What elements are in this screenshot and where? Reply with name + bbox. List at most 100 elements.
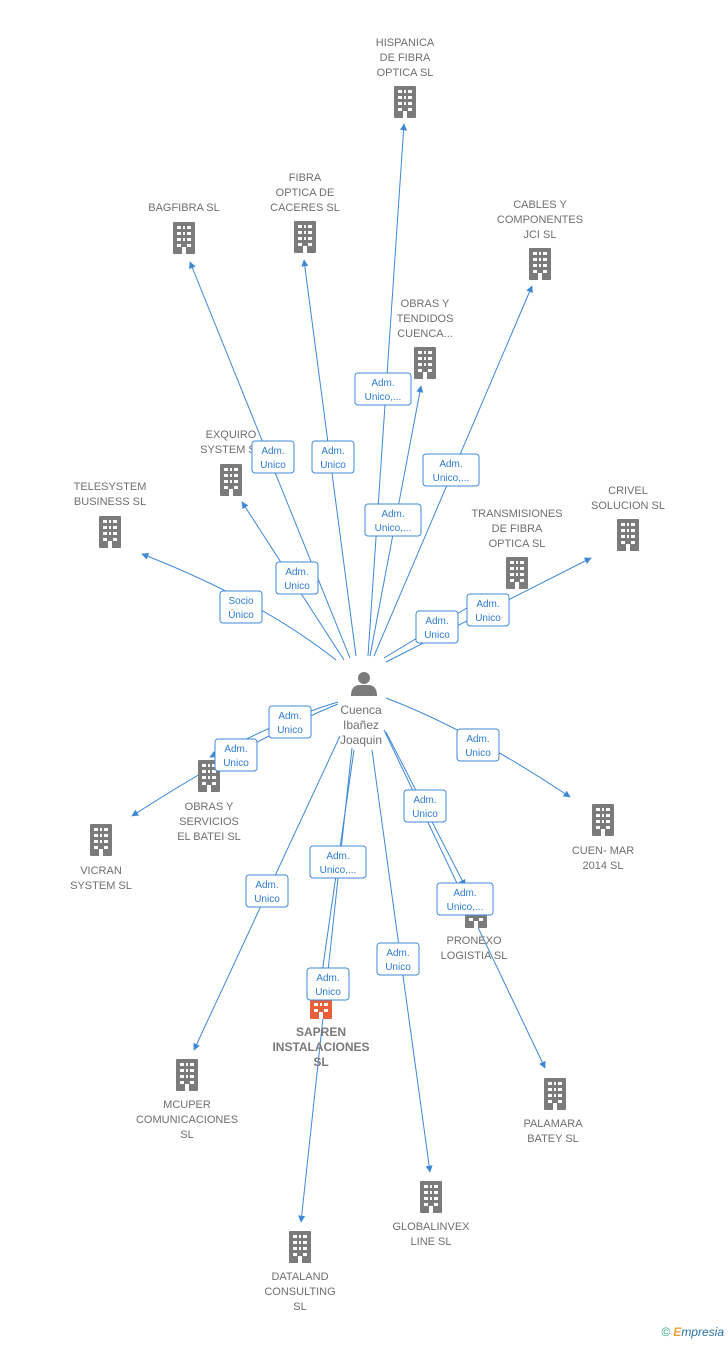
- building-icon: [544, 1078, 566, 1110]
- edge-label-dataland[interactable]: Adm.Unico,...: [309, 845, 367, 879]
- company-label: 2014 SL: [583, 860, 624, 872]
- edge-label-text: Adm.: [371, 378, 394, 389]
- company-label: SYSTEM SL: [70, 880, 132, 892]
- building-icon: [294, 221, 316, 253]
- company-label: CONSULTING: [264, 1286, 335, 1298]
- company-label: OBRAS Y: [185, 801, 234, 813]
- edge-label-palamara[interactable]: Adm. Unico,...: [436, 882, 494, 916]
- edge-label-box: [466, 593, 510, 627]
- edge-label-pronexo[interactable]: Adm.Unico: [403, 789, 447, 823]
- company-label: JCI SL: [523, 229, 556, 241]
- company-label: SYSTEM SL: [200, 444, 262, 456]
- company-label: CUENCA...: [397, 328, 453, 340]
- company-node-cuenmar[interactable]: CUEN- MAR 2014 SL: [572, 804, 634, 872]
- edge-label-box: [219, 590, 263, 624]
- person-label: Cuenca: [340, 703, 382, 717]
- company-label: SL: [180, 1129, 193, 1141]
- company-label: GLOBALINVEX: [392, 1221, 470, 1233]
- company-label: DE FIBRA: [380, 52, 431, 64]
- edge-label-text: Adm.: [476, 599, 499, 610]
- company-node-bagfibra[interactable]: BAGFIBRA SL: [148, 202, 220, 254]
- edge-label-text: Adm.: [453, 888, 476, 899]
- company-label: COMPONENTES: [497, 214, 583, 226]
- building-icon: [414, 347, 436, 379]
- edge-label-fibra-caceres[interactable]: Adm.Unico: [311, 440, 355, 474]
- edge-label-text: Unico: [412, 809, 438, 820]
- edge-label-text: Adm.: [466, 734, 489, 745]
- edge-label-sapren[interactable]: Adm. Unico: [306, 967, 350, 1001]
- edge-label-obras-tendidos[interactable]: Adm.Unico,...: [364, 503, 422, 537]
- building-icon: [220, 464, 242, 496]
- edge-label-text: Unico: [277, 725, 303, 736]
- edge-label-text: Unico,...: [447, 902, 484, 913]
- edge-label-text: Adm.: [386, 948, 409, 959]
- company-label: TENDIDOS: [397, 313, 454, 325]
- company-label: DE FIBRA: [492, 523, 543, 535]
- building-icon: [506, 557, 528, 589]
- company-label: CUEN- MAR: [572, 845, 634, 857]
- edge-label-cuenmar[interactable]: Adm.Unico: [456, 728, 500, 762]
- edge-label-box: [251, 440, 295, 474]
- company-node-obras-tendidos[interactable]: OBRAS Y TENDIDOS CUENCA...: [397, 298, 454, 379]
- edge-label-crivel[interactable]: Adm.Unico: [466, 593, 510, 627]
- edge-label-text: Adm.: [224, 744, 247, 755]
- edge-label-box: [364, 503, 422, 537]
- building-icon: [289, 1231, 311, 1263]
- edge-label-exquiro[interactable]: Adm. Unico: [275, 561, 319, 595]
- company-label: SL: [293, 1301, 306, 1313]
- edge-label-vicran[interactable]: Adm.Unico: [214, 738, 258, 772]
- edge-label-box: [311, 440, 355, 474]
- edge-label-cables[interactable]: Adm.Unico,...: [422, 453, 480, 487]
- edge-label-box: [214, 738, 258, 772]
- company-label: CRIVEL: [608, 485, 648, 497]
- edge-label-transmisiones[interactable]: Adm. Unico: [415, 610, 459, 644]
- company-label: HISPANICA: [376, 37, 435, 49]
- edge-label-globalinvex[interactable]: Adm.Unico: [376, 942, 420, 976]
- edge-label-obras-batei[interactable]: Adm.Unico: [268, 705, 312, 739]
- edge-label-text: Unico: [315, 987, 341, 998]
- edge-label-text: Único: [228, 608, 254, 621]
- edge-label-box: [354, 372, 412, 406]
- edge-label-text: Adm.: [261, 446, 284, 457]
- company-label: CACERES SL: [270, 202, 340, 214]
- edge-label-text: Adm.: [316, 973, 339, 984]
- company-label: OBRAS Y: [401, 298, 450, 310]
- edge-label-text: Unico: [424, 630, 450, 641]
- edge-label-mcuper[interactable]: Adm.Unico: [245, 874, 289, 908]
- person-label: Ibañez: [343, 718, 379, 732]
- edge-label-box: [456, 728, 500, 762]
- edge-label-text: Unico: [284, 581, 310, 592]
- company-label: LOGISTIA SL: [441, 950, 508, 962]
- edge-label-text: Adm.: [381, 509, 404, 520]
- edge-label-text: Adm.: [326, 851, 349, 862]
- edge-label-text: Adm.: [425, 616, 448, 627]
- edge-label-bagfibra[interactable]: Adm.Unico: [251, 440, 295, 474]
- edge-label-text: Adm.: [285, 567, 308, 578]
- edge-label-hispanica[interactable]: Adm.Unico,...: [354, 372, 412, 406]
- company-label: SL: [313, 1055, 328, 1069]
- edge-label-box: [422, 453, 480, 487]
- edge-label-box: [415, 610, 459, 644]
- edge-label-box: [403, 789, 447, 823]
- building-icon: [173, 222, 195, 254]
- building-icon: [617, 519, 639, 551]
- building-icon: [420, 1181, 442, 1213]
